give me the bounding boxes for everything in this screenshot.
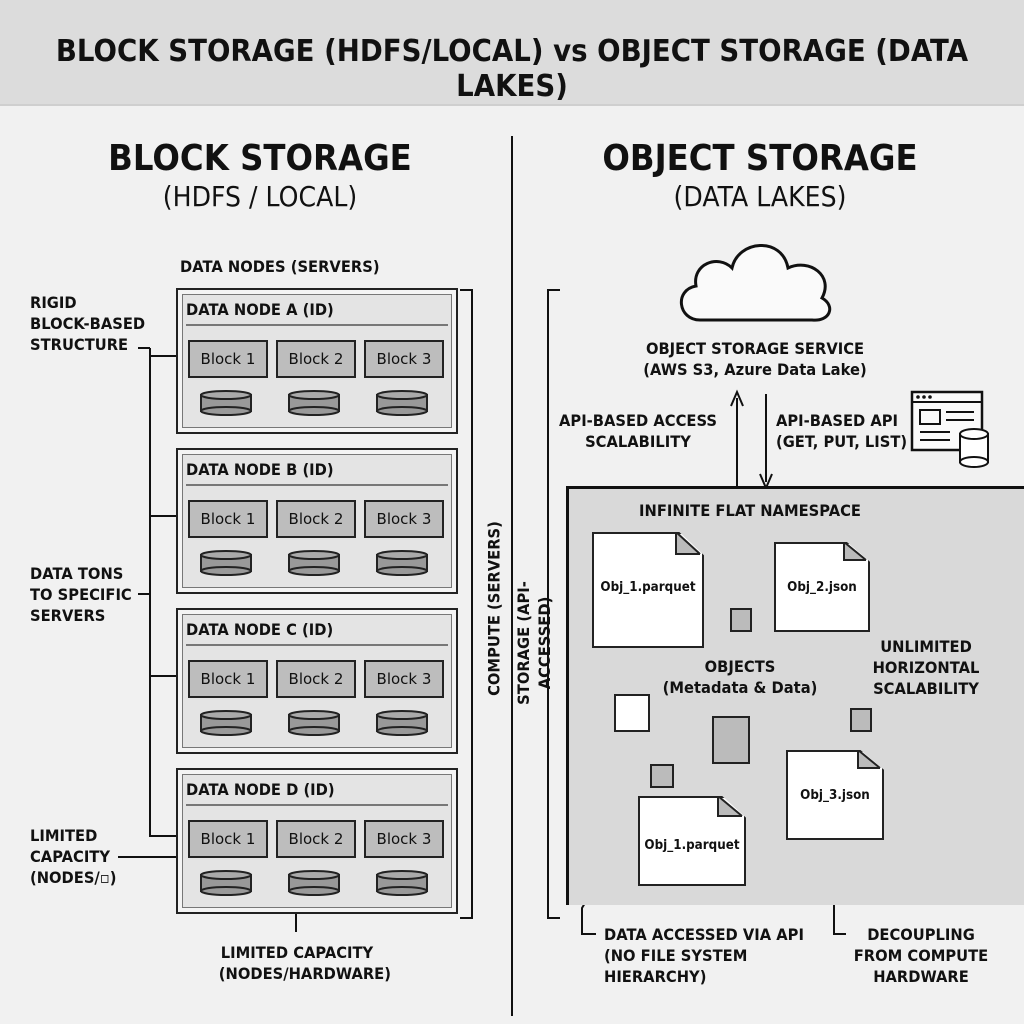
api-methods-label: API-BASED API (GET, PUT, LIST) <box>776 411 908 451</box>
document-icon <box>857 750 881 769</box>
disk-icon <box>288 710 340 736</box>
block-1: Block 1 <box>188 500 268 538</box>
disk-icon <box>376 710 428 736</box>
small-object-tile <box>730 608 752 632</box>
block-subheading: (HDFS / LOCAL) <box>162 180 358 213</box>
disk-icon <box>376 550 428 576</box>
block-3: Block 3 <box>364 500 444 538</box>
limited-capacity-label: LIMITED CAPACITY (NODES/HARDWARE) <box>218 943 391 983</box>
block-1: Block 1 <box>188 660 268 698</box>
block-2: Block 2 <box>276 820 356 858</box>
block-1: Block 1 <box>188 820 268 858</box>
namespace-label: INFINITE FLAT NAMESPACE <box>639 501 861 520</box>
disk-icon <box>288 870 340 896</box>
disk-icon <box>288 390 340 416</box>
block-3: Block 3 <box>364 660 444 698</box>
object-service-label: OBJECT STORAGE SERVICE (AWS S3, Azure Da… <box>643 339 867 379</box>
object-heading: OBJECT STORAGE <box>602 138 918 179</box>
api-access-note: DATA ACCESSED VIA API (NO FILE SYSTEM HI… <box>604 925 804 986</box>
data-nodes-label: DATA NODES (SERVERS) <box>180 257 380 276</box>
block-3: Block 3 <box>364 340 444 378</box>
disk-icon <box>200 870 252 896</box>
document-icon <box>843 542 867 561</box>
disk-icon <box>376 390 428 416</box>
disk-icon <box>200 710 252 736</box>
objects-label: OBJECTS (Metadata & Data) <box>662 657 818 697</box>
document-icon <box>675 532 701 555</box>
small-object-tile <box>850 708 872 732</box>
decoupling-label: DECOUPLING FROM COMPUTE HARDWARE <box>853 925 989 986</box>
tied-servers-label: DATA TONS TO SPECIFIC SERVERS <box>30 564 132 625</box>
api-access-label: API-BASED ACCESS SCALABILITY <box>559 411 717 451</box>
storage-label: STORAGE (API-ACCESSED) <box>514 581 554 705</box>
disk-icon <box>288 550 340 576</box>
data-node-d: DATA NODE D (ID) Block 1 Block 2 Block 3 <box>176 768 458 914</box>
page-title: BLOCK STORAGE (HDFS/LOCAL) vs OBJECT STO… <box>55 34 969 104</box>
data-node-a: DATA NODE A (ID) Block 1 Block 2 Block 3 <box>176 288 458 434</box>
block-heading: BLOCK STORAGE <box>108 138 412 179</box>
small-object-tile <box>712 716 750 764</box>
object-document: Obj_1.parquet <box>638 796 746 886</box>
small-object-tile <box>650 764 674 788</box>
small-object-tile <box>614 694 650 732</box>
object-document: Obj_1.parquet <box>592 532 704 648</box>
object-subheading: (DATA LAKES) <box>673 180 847 213</box>
data-node-b: DATA NODE B (ID) Block 1 Block 2 Block 3 <box>176 448 458 594</box>
document-icon <box>717 796 743 817</box>
block-2: Block 2 <box>276 500 356 538</box>
cloud-icon <box>679 244 832 322</box>
rigid-structure-label: RIGID BLOCK-BASED STRUCTURE <box>30 293 146 354</box>
block-2: Block 2 <box>276 660 356 698</box>
title-banner <box>0 0 1024 106</box>
disk-icon <box>376 870 428 896</box>
disk-icon <box>200 390 252 416</box>
scalability-label: UNLIMITED HORIZONTAL SCALABILITY <box>872 637 980 698</box>
database-server-icon <box>910 390 989 468</box>
block-2: Block 2 <box>276 340 356 378</box>
block-3: Block 3 <box>364 820 444 858</box>
center-divider <box>511 136 513 1016</box>
block-1: Block 1 <box>188 340 268 378</box>
limited-capacity-side-label: LIMITED CAPACITY (NODES/▫) <box>30 826 117 887</box>
disk-icon <box>200 550 252 576</box>
data-node-c: DATA NODE C (ID) Block 1 Block 2 Block 3 <box>176 608 458 754</box>
